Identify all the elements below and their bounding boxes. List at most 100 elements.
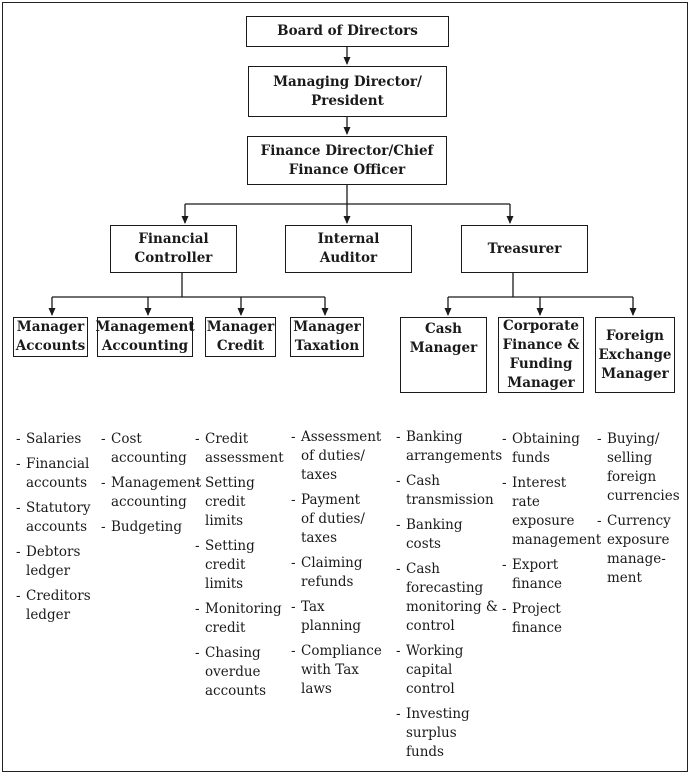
duty-item: -Cash forecasting monitoring & control bbox=[396, 560, 498, 636]
financial-controller-box: Financial Controller bbox=[110, 225, 237, 273]
bullet-dash: - bbox=[101, 431, 106, 447]
bullet-dash: - bbox=[16, 544, 21, 560]
duty-text: Debtors ledger bbox=[26, 544, 81, 579]
duty-text: Salaries bbox=[26, 431, 82, 447]
duty-text: Obtaining funds bbox=[512, 431, 580, 466]
duty-item: -Payment of duties/ taxes bbox=[291, 491, 386, 548]
duty-item: -Banking arrangements bbox=[396, 428, 502, 466]
managing-director-box: Managing Director/ President bbox=[248, 66, 447, 117]
duty-item: -Setting credit limits bbox=[195, 474, 285, 531]
duty-item: -Cost accounting bbox=[101, 430, 196, 468]
bullet-dash: - bbox=[396, 473, 401, 489]
duty-text: Creditors ledger bbox=[26, 588, 91, 623]
duty-text: Management accounting bbox=[111, 475, 202, 510]
duty-item: -Creditors ledger bbox=[16, 587, 96, 625]
duty-item: -Currency exposure manage- ment bbox=[597, 512, 683, 588]
duty-text: Credit assessment bbox=[205, 431, 284, 466]
bullet-dash: - bbox=[502, 557, 507, 573]
duty-item: -Tax planning bbox=[291, 598, 386, 636]
bullet-dash: - bbox=[101, 519, 106, 535]
bullet-dash: - bbox=[502, 475, 507, 491]
duty-item: -Salaries bbox=[16, 430, 96, 449]
bullet-dash: - bbox=[195, 601, 200, 617]
duty-text: Banking costs bbox=[406, 517, 463, 552]
duty-item: -Claiming refunds bbox=[291, 554, 386, 592]
duty-item: -Export finance bbox=[502, 556, 598, 594]
bullet-dash: - bbox=[396, 517, 401, 533]
duty-text: Banking arrangements bbox=[406, 429, 503, 464]
duty-text: Monitoring credit bbox=[205, 601, 282, 636]
bullet-dash: - bbox=[195, 475, 200, 491]
bullet-dash: - bbox=[16, 456, 21, 472]
duty-text: Budgeting bbox=[111, 519, 182, 535]
treasurer-box: Treasurer bbox=[461, 225, 588, 273]
duty-text: Compliance with Tax laws bbox=[301, 643, 382, 697]
manager-credit-box: Manager Credit bbox=[205, 317, 276, 357]
duty-text: Chasing overdue accounts bbox=[205, 645, 267, 699]
management-accounting-duties: -Cost accounting-Management accounting-B… bbox=[101, 430, 201, 543]
duty-item: -Cash transmission bbox=[396, 472, 498, 510]
duty-text: Tax planning bbox=[301, 599, 362, 634]
duty-text: Investing surplus funds bbox=[406, 706, 470, 760]
bullet-dash: - bbox=[396, 643, 401, 659]
bullet-dash: - bbox=[291, 599, 296, 615]
duty-item: -Debtors ledger bbox=[16, 543, 96, 581]
duty-item: -Monitoring credit bbox=[195, 600, 285, 638]
foreign-exchange-manager-box: Foreign Exchange Manager bbox=[595, 317, 675, 393]
duty-text: Setting credit limits bbox=[205, 538, 255, 592]
bullet-dash: - bbox=[195, 538, 200, 554]
bullet-dash: - bbox=[195, 431, 200, 447]
bullet-dash: - bbox=[16, 500, 21, 516]
bullet-dash: - bbox=[291, 643, 296, 659]
cash-manager-duties: -Banking arrangements-Cash transmission-… bbox=[396, 428, 502, 768]
bullet-dash: - bbox=[16, 431, 21, 447]
bullet-dash: - bbox=[597, 513, 602, 529]
bullet-dash: - bbox=[502, 601, 507, 617]
duty-item: -Interest rate exposure management bbox=[502, 474, 601, 550]
bullet-dash: - bbox=[396, 706, 401, 722]
bullet-dash: - bbox=[597, 431, 602, 447]
duty-item: -Working capital control bbox=[396, 642, 498, 699]
duty-item: -Credit assessment bbox=[195, 430, 285, 468]
board-of-directors-box: Board of Directors bbox=[246, 16, 449, 47]
duty-item: -Investing surplus funds bbox=[396, 705, 498, 762]
finance-director-box: Finance Director/Chief Finance Officer bbox=[247, 136, 447, 185]
internal-auditor-box: Internal Auditor bbox=[285, 225, 412, 273]
bullet-dash: - bbox=[396, 429, 401, 445]
duty-item: -Buying/ selling foreign currencies bbox=[597, 430, 683, 506]
duty-text: Statutory accounts bbox=[26, 500, 91, 535]
bullet-dash: - bbox=[291, 555, 296, 571]
bullet-dash: - bbox=[101, 475, 106, 491]
duty-text: Cash transmission bbox=[406, 473, 494, 508]
duty-text: Claiming refunds bbox=[301, 555, 363, 590]
manager-accounts-box: Manager Accounts bbox=[13, 317, 88, 357]
duty-item: -Compliance with Tax laws bbox=[291, 642, 386, 699]
duty-item: -Banking costs bbox=[396, 516, 498, 554]
duty-text: Setting credit limits bbox=[205, 475, 255, 529]
duty-item: -Assessment of duties/ taxes bbox=[291, 428, 386, 485]
duty-item: -Statutory accounts bbox=[16, 499, 96, 537]
duty-item: -Financial accounts bbox=[16, 455, 96, 493]
manager-credit-duties: -Credit assessment-Setting credit limits… bbox=[195, 430, 285, 707]
duty-item: -Setting credit limits bbox=[195, 537, 285, 594]
bullet-dash: - bbox=[502, 431, 507, 447]
duty-text: Cash forecasting monitoring & control bbox=[406, 561, 498, 634]
duty-text: Project finance bbox=[512, 601, 562, 636]
duty-item: -Management accounting bbox=[101, 474, 201, 512]
management-accounting-box: Management Accounting bbox=[95, 317, 195, 357]
manager-taxation-duties: -Assessment of duties/ taxes-Payment of … bbox=[291, 428, 386, 705]
duty-text: Assessment of duties/ taxes bbox=[301, 429, 382, 483]
manager-accounts-duties: -Salaries-Financial accounts-Statutory a… bbox=[16, 430, 96, 631]
cash-manager-box: Cash Manager bbox=[400, 317, 487, 393]
duty-text: Financial accounts bbox=[26, 456, 90, 491]
duty-item: -Chasing overdue accounts bbox=[195, 644, 285, 701]
duty-item: -Budgeting bbox=[101, 518, 196, 537]
duty-text: Buying/ selling foreign currencies bbox=[607, 431, 680, 504]
duty-item: -Project finance bbox=[502, 600, 598, 638]
duty-item: -Obtaining funds bbox=[502, 430, 598, 468]
duty-text: Currency exposure manage- ment bbox=[607, 513, 671, 586]
bullet-dash: - bbox=[195, 645, 200, 661]
bullet-dash: - bbox=[291, 429, 296, 445]
